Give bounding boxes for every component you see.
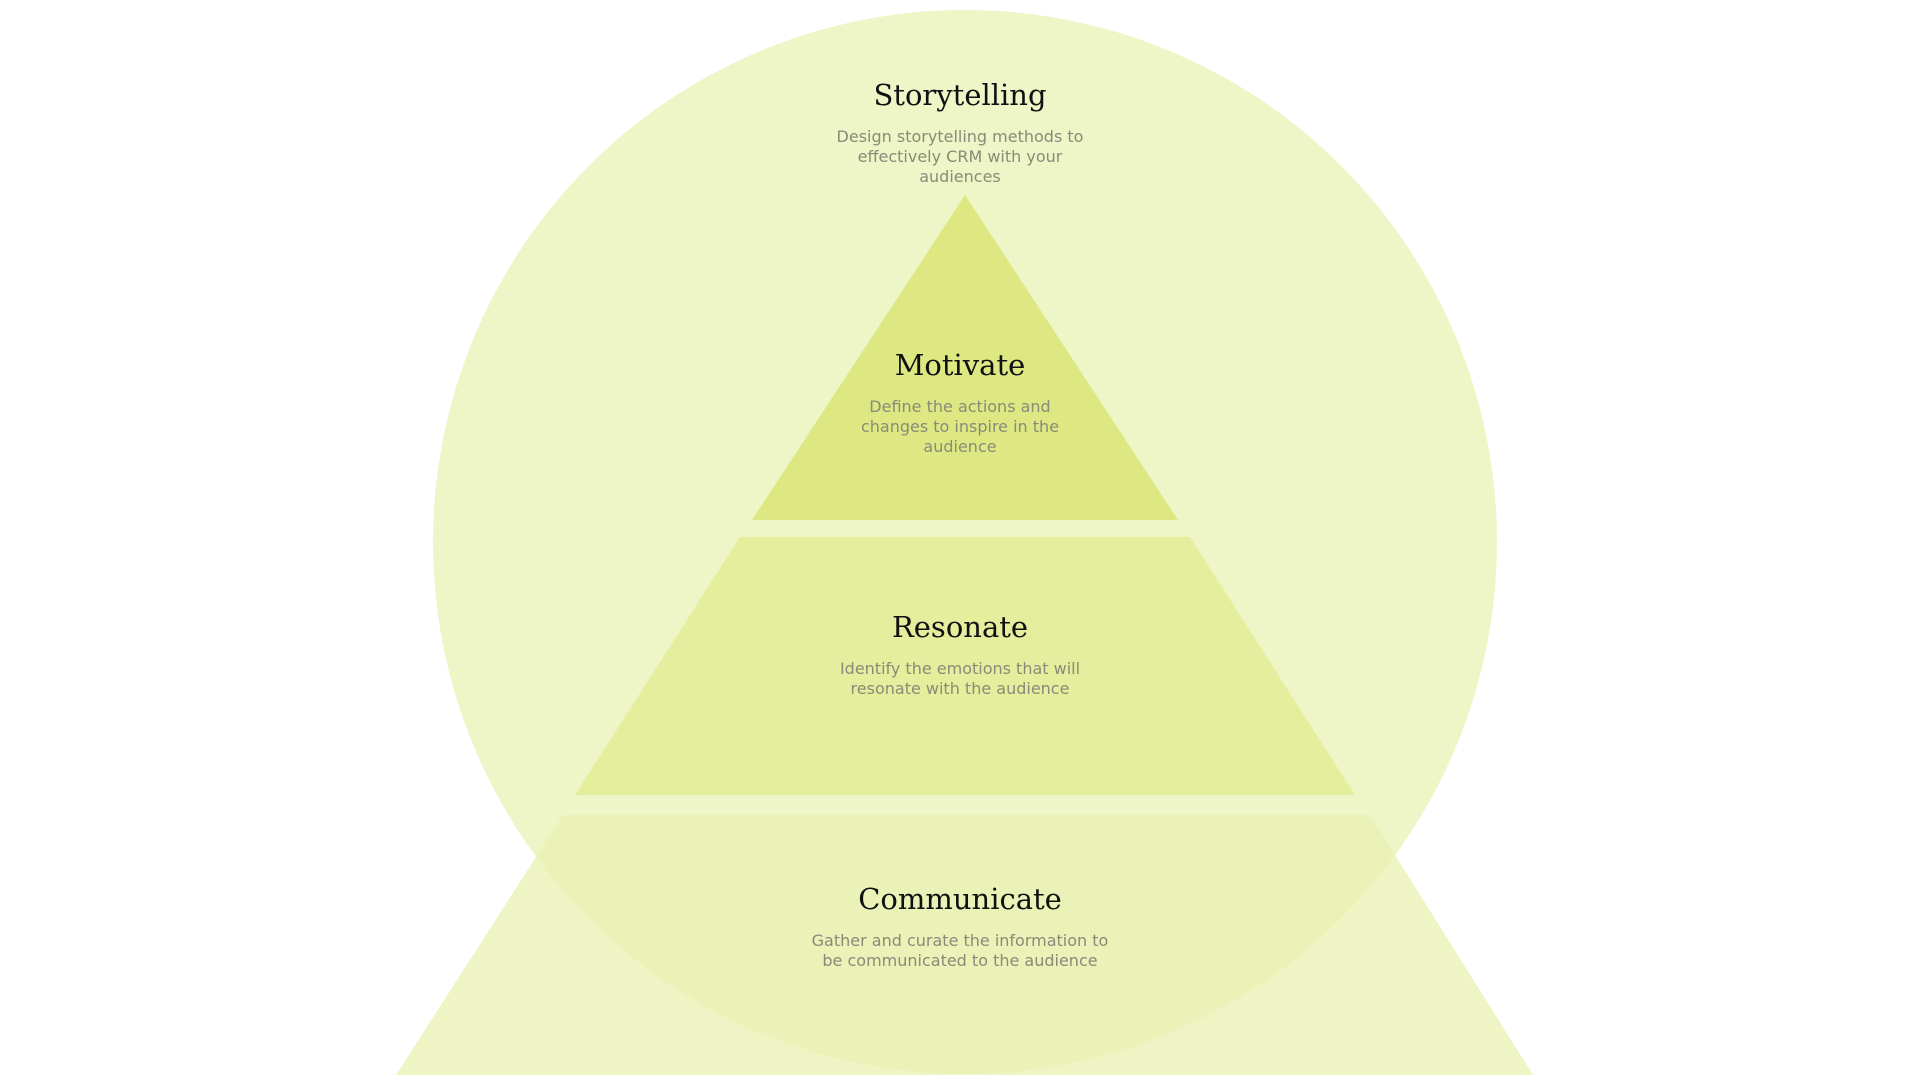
communicate-description: Gather and curate the information to be … bbox=[811, 930, 1109, 970]
motivate-block: Motivate Define the actions and changes … bbox=[660, 348, 1260, 457]
communicate-title: Communicate bbox=[858, 882, 1062, 916]
motivate-description: Define the actions and changes to inspir… bbox=[860, 396, 1060, 456]
resonate-description: Identify the emotions that will resonate… bbox=[839, 658, 1081, 698]
storytelling-block: Storytelling Design storytelling methods… bbox=[660, 78, 1260, 187]
communicate-block: Communicate Gather and curate the inform… bbox=[660, 882, 1260, 971]
resonate-block: Resonate Identify the emotions that will… bbox=[660, 610, 1260, 699]
resonate-tier bbox=[575, 537, 1355, 795]
motivate-title: Motivate bbox=[894, 348, 1026, 382]
resonate-title: Resonate bbox=[891, 610, 1029, 644]
storytelling-description: Design storytelling methods to effective… bbox=[836, 126, 1084, 186]
motivate-tier bbox=[752, 195, 1178, 520]
communicate-tier bbox=[396, 815, 1533, 1075]
storytelling-title: Storytelling bbox=[873, 78, 1047, 112]
